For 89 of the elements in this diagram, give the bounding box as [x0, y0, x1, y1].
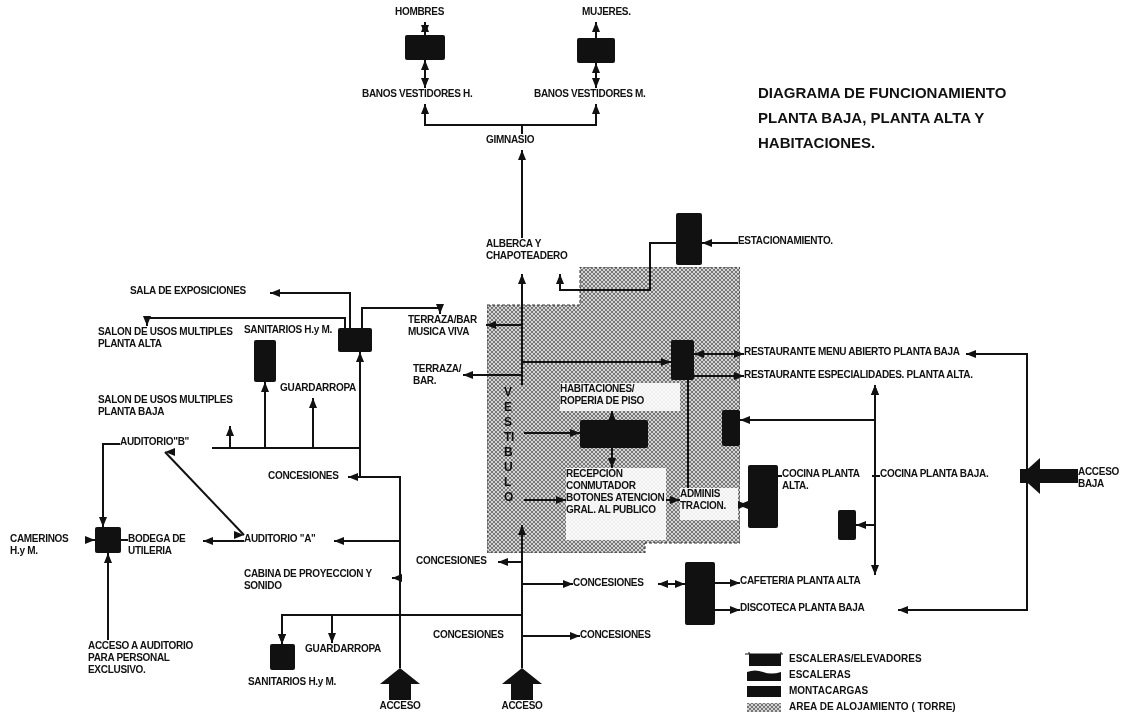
arrow [714, 606, 741, 614]
elevator-block [671, 340, 694, 380]
room-label: GUARDARROPA [280, 382, 358, 398]
elevator-block [577, 38, 615, 63]
room-label: DISCOTECA PLANTA BAJA [740, 602, 898, 618]
room-label: ACCESO BAJA [1078, 466, 1123, 498]
arrow [657, 580, 686, 588]
arrow [592, 62, 600, 89]
arrow [897, 350, 1028, 614]
elevator-block [95, 527, 121, 553]
arrow [592, 21, 600, 39]
arrow [693, 372, 745, 380]
arrow [556, 242, 677, 291]
room-label: CONCESIONES [573, 577, 658, 591]
arrow [421, 21, 429, 36]
elevator-block [580, 420, 648, 448]
arrow [269, 289, 351, 329]
room-label: TERRAZA/ BAR. [413, 363, 463, 393]
room-label: ACCESO [378, 700, 422, 712]
arrow [164, 451, 245, 536]
room-label: RECEPCION CONMUTADOR BOTONES ATENCION GRAL. AL PUBLICO [566, 468, 666, 540]
room-label: CABINA DE PROYECCION Y SONIDO [244, 568, 392, 600]
arrow [665, 496, 681, 504]
area-label: CONCESIONES [433, 629, 504, 640]
room-label: SANITARIOS H.y M. [242, 324, 332, 336]
room-label: BANOS VESTIDORES H. [362, 88, 487, 104]
arrow [84, 536, 96, 544]
room-label: HABITACIONES/ ROPERIA DE PISO [560, 383, 680, 411]
arrow [143, 316, 346, 329]
room-label: SANITARIOS H.y M. [248, 676, 338, 688]
arrow [714, 579, 741, 587]
room-label: CAMERINOS H.y M. [10, 533, 85, 565]
room-label: TERRAZA/BAR MUSICA VIVA [408, 314, 486, 344]
connector-line [871, 475, 881, 477]
connector-line [687, 379, 689, 489]
room-label: HOMBRES [395, 6, 470, 22]
room-label: CONCESIONES [416, 555, 498, 569]
room-label: CONCESIONES [268, 470, 348, 484]
arrow [521, 103, 600, 135]
room-label: BODEGA DE UTILERIA [128, 533, 203, 565]
elevator-block [676, 213, 702, 265]
room-label: ESTACIONAMIENTO. [738, 235, 863, 251]
room-label: ACCESO [500, 700, 544, 712]
arrow [421, 59, 429, 89]
arrow [521, 358, 672, 386]
room-label: MUJERES. [582, 6, 642, 22]
arrow [523, 429, 581, 437]
arrow [701, 239, 739, 247]
room-label: RESTAURANTE ESPECIALIDADES. PLANTA ALTA. [744, 369, 990, 385]
arrow [518, 149, 526, 239]
connector-line [120, 539, 129, 541]
diagram-title: DIAGRAMA DE FUNCIONAMIENTO PLANTA BAJA, PLANTA ALTA Y HABITACIONES. [758, 83, 1008, 153]
room-label: COCINA PLANTA ALTA. [782, 468, 872, 500]
elevator-block [748, 465, 778, 528]
room-label: ADMINIS TRACION. [680, 488, 738, 520]
room-label: SALA DE EXPOSICIONES [130, 285, 270, 301]
arrow [608, 447, 616, 469]
elevator-block [722, 410, 740, 446]
elevator-block [685, 562, 715, 625]
arrow [361, 304, 444, 329]
legend-label: ESCALERAS [789, 669, 851, 680]
arrow [737, 501, 749, 509]
legend-label: ESCALERAS/ELEVADORES [789, 653, 922, 664]
room-label: AUDITORIO "A" [244, 533, 334, 549]
elevator-block [405, 35, 445, 60]
room-label: AUDITORIO"B" [120, 436, 212, 452]
connector-line [777, 475, 783, 477]
room-label: SALON DE USOS MULTIPLES PLANTA BAJA [98, 394, 253, 426]
room-label: GIMNASIO [486, 134, 550, 150]
room-label: GUARDARROPA [305, 643, 387, 659]
legend-label: AREA DE ALOJAMIENTO ( TORRE) [789, 701, 956, 712]
arrow [1020, 458, 1078, 494]
arrow [855, 384, 876, 529]
room-label: CONCESIONES [580, 629, 668, 643]
room-label: RESTAURANTE MENU ABIERTO PLANTA BAJA [744, 346, 966, 362]
room-label: CAFETERIA PLANTA ALTA [740, 575, 895, 591]
legend-label: MONTACARGAS [789, 685, 869, 696]
arrow [99, 443, 121, 528]
arrow [608, 410, 616, 421]
arrow [104, 552, 112, 641]
room-label: BANOS VESTIDORES M. [534, 88, 674, 104]
room-label: ACCESO A AUDITORIO PARA PERSONAL EXCLUSIVO. [88, 640, 218, 686]
arrow [202, 537, 245, 545]
arrow [523, 496, 567, 504]
room-label: ALBERCA Y CHAPOTEADERO [486, 238, 601, 274]
elevator-block [838, 510, 856, 540]
elevator-block [338, 328, 372, 352]
room-label: COCINA PLANTA BAJA. [880, 468, 1020, 484]
arrow [693, 350, 745, 358]
